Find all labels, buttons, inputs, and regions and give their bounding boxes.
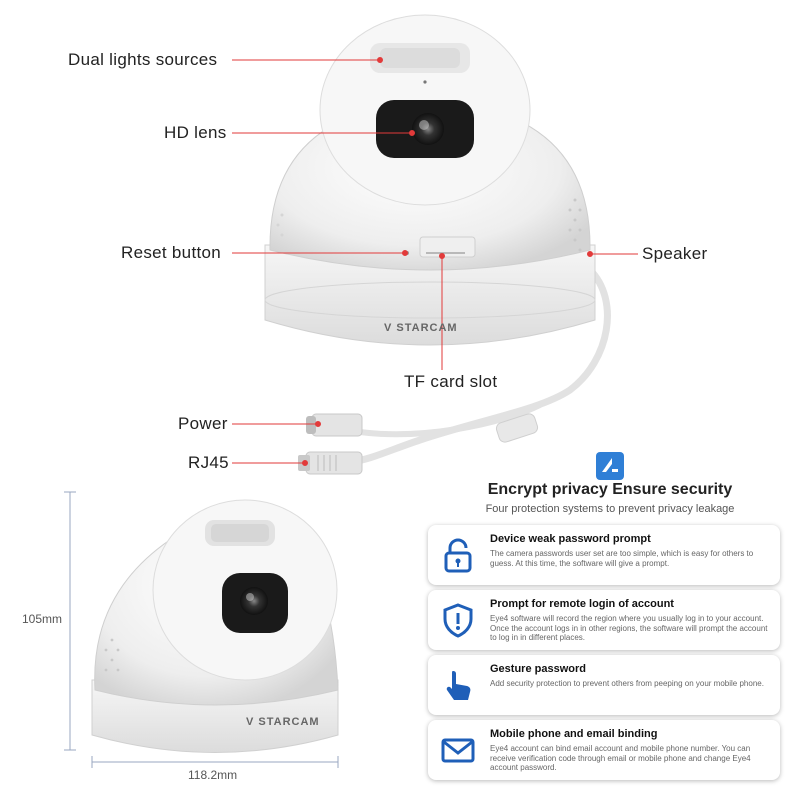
feature-desc: Eye4 software will record the region whe… (490, 614, 768, 642)
brand-name-side: STARCAM (258, 716, 320, 728)
feature-desc: The camera passwords user set are too si… (490, 549, 754, 568)
feature-card-weak-password: Device weak password prompt The camera p… (428, 525, 780, 585)
cable-branch (359, 402, 542, 438)
label-reset-button: Reset button (121, 243, 221, 262)
camera-front-view (264, 14, 611, 475)
label-dual-lights: Dual lights sources (68, 50, 218, 69)
callout-lines (232, 57, 638, 466)
app-logo-icon (596, 452, 624, 480)
padlock-icon (444, 538, 472, 573)
power-connector (306, 413, 363, 437)
feature-card-phone-email-binding: Mobile phone and email binding Eye4 acco… (428, 720, 780, 780)
cable-ferrite (495, 413, 539, 443)
security-subtitle: Four protection systems to prevent priva… (485, 503, 735, 515)
label-hd-lens: HD lens (164, 123, 227, 142)
feature-title: Prompt for remote login of account (490, 598, 674, 610)
feature-card-remote-login: Prompt for remote login of account Eye4 … (428, 590, 780, 650)
label-rj45: RJ45 (188, 453, 229, 472)
feature-title: Mobile phone and email binding (490, 728, 658, 740)
feature-desc: Eye4 account can bind email account and … (490, 744, 751, 772)
lens (412, 113, 444, 145)
feature-title: Device weak password prompt (490, 533, 651, 545)
security-title: Encrypt privacy Ensure security (487, 481, 733, 498)
hand-pointer-icon (446, 671, 471, 700)
speaker-grille (568, 198, 582, 252)
envelope-icon (441, 738, 475, 763)
brand-logo-front: V STARCAM (384, 322, 458, 334)
brand-logo-side: V STARCAM (246, 716, 320, 728)
feature-desc: Add security protection to prevent other… (490, 679, 764, 688)
dimension-guides (64, 491, 339, 768)
feature-title: Gesture password (490, 663, 586, 675)
label-speaker: Speaker (642, 244, 708, 263)
tf-slot (419, 236, 476, 258)
dimension-height: 105mm (22, 612, 63, 626)
brand-name: STARCAM (396, 322, 458, 334)
shield-warning-icon (443, 603, 473, 638)
dimension-width: 118.2mm (188, 768, 238, 782)
label-tf-card-slot: TF card slot (404, 372, 498, 391)
feature-card-gesture-password: Gesture password Add security protection… (428, 655, 780, 715)
label-power: Power (178, 414, 228, 433)
camera-side-view (91, 499, 339, 753)
